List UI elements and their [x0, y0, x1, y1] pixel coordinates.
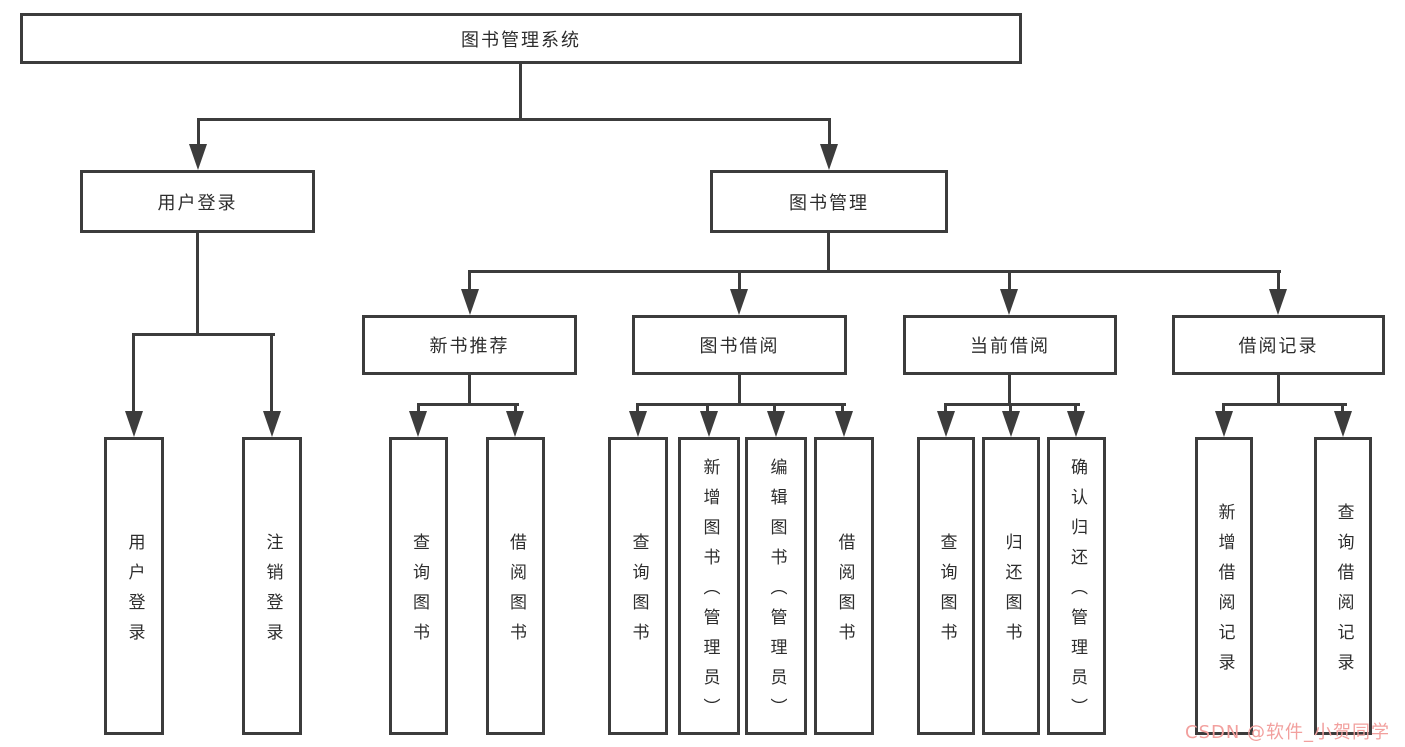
arrow-down-icon — [820, 144, 838, 170]
leaf-confirm-return-admin: 确认归还（管理员） — [1047, 437, 1106, 735]
node-new-book-recommend-label: 新书推荐 — [429, 336, 510, 357]
node-root-label: 图书管理系统 — [461, 29, 581, 51]
leaf-return-books-label: 归还图书 — [1001, 532, 1022, 653]
leaf-user-login: 用户登录 — [104, 437, 164, 735]
node-book-borrowing: 图书借阅 — [632, 315, 847, 375]
arrow-down-icon — [1269, 289, 1287, 315]
connector-book-management-trunk — [827, 233, 830, 273]
leaf-logout: 注销登录 — [242, 437, 302, 735]
connector-new-book-bus — [417, 403, 519, 406]
connector-drop — [1074, 403, 1077, 413]
leaf-query-borrow-record: 查询借阅记录 — [1314, 437, 1372, 735]
arrow-down-icon — [263, 411, 281, 437]
arrow-down-icon — [1215, 411, 1233, 437]
leaf-borrowing-query-books-label: 查询图书 — [628, 532, 649, 653]
arrow-down-icon — [1334, 411, 1352, 437]
connector-drop-borrowing-records — [1277, 270, 1280, 292]
leaf-query-borrow-record-label: 查询借阅记录 — [1333, 502, 1354, 683]
leaf-add-books-admin-label: 新增图书（管理员） — [699, 457, 720, 728]
connector-drop-current-borrowing — [1008, 270, 1011, 292]
arrow-down-icon — [767, 411, 785, 437]
connector-drop — [773, 403, 776, 413]
leaf-add-borrow-record-label: 新增借阅记录 — [1214, 502, 1235, 683]
arrow-down-icon — [1067, 411, 1085, 437]
leaf-recommend-borrow-books-label: 借阅图书 — [506, 532, 526, 653]
leaf-confirm-return-admin-label: 确认归还（管理员） — [1067, 457, 1087, 728]
leaf-recommend-query-books-label: 查询图书 — [409, 532, 429, 653]
connector-root-bus — [197, 118, 831, 121]
connector-book-borrowing-trunk — [738, 375, 741, 406]
leaf-edit-books-admin-label: 编辑图书（管理员） — [766, 457, 787, 728]
leaf-add-borrow-record: 新增借阅记录 — [1195, 437, 1253, 735]
leaf-current-query-books-label: 查询图书 — [936, 532, 957, 653]
connector-borrowing-records-bus — [1222, 403, 1347, 406]
arrow-down-icon — [1000, 289, 1018, 315]
node-book-management-label: 图书管理 — [789, 192, 869, 214]
node-root: 图书管理系统 — [20, 13, 1022, 64]
leaf-recommend-borrow-books: 借阅图书 — [486, 437, 545, 735]
arrow-down-icon — [937, 411, 955, 437]
arrow-down-icon — [461, 289, 479, 315]
connector-drop — [1341, 403, 1344, 413]
arrow-down-icon — [700, 411, 718, 437]
arrow-down-icon — [629, 411, 647, 437]
node-user-login: 用户登录 — [80, 170, 315, 233]
connector-drop-new-book — [468, 270, 471, 292]
connector-drop-leaf-user-login — [132, 333, 135, 413]
connector-drop — [514, 403, 517, 413]
arrow-down-icon — [189, 144, 207, 170]
connector-drop — [1222, 403, 1225, 413]
leaf-return-books: 归还图书 — [982, 437, 1040, 735]
connector-user-login-bus — [132, 333, 275, 336]
connector-current-borrowing-bus — [944, 403, 1080, 406]
connector-root-trunk — [519, 64, 522, 120]
leaf-add-books-admin: 新增图书（管理员） — [678, 437, 740, 735]
connector-drop — [417, 403, 420, 413]
node-new-book-recommend: 新书推荐 — [362, 315, 577, 375]
leaf-logout-label: 注销登录 — [262, 532, 283, 653]
connector-drop-book-management — [828, 118, 831, 148]
connector-borrowing-records-trunk — [1277, 375, 1280, 406]
node-book-management: 图书管理 — [710, 170, 948, 233]
node-current-borrowing-label: 当前借阅 — [970, 336, 1050, 357]
connector-drop — [636, 403, 639, 413]
connector-drop — [1009, 403, 1012, 413]
leaf-recommend-query-books: 查询图书 — [389, 437, 448, 735]
node-user-login-label: 用户登录 — [157, 192, 238, 214]
arrow-down-icon — [409, 411, 427, 437]
connector-drop — [841, 403, 844, 413]
connector-drop-book-borrowing — [738, 270, 741, 292]
connector-drop — [944, 403, 947, 413]
arrow-down-icon — [1002, 411, 1020, 437]
leaf-borrow-books: 借阅图书 — [814, 437, 874, 735]
leaf-borrow-books-label: 借阅图书 — [834, 532, 855, 653]
connector-new-book-trunk — [468, 375, 471, 406]
connector-current-borrowing-trunk — [1008, 375, 1011, 406]
node-borrowing-records: 借阅记录 — [1172, 315, 1385, 375]
arrow-down-icon — [730, 289, 748, 315]
connector-user-login-trunk — [196, 233, 199, 336]
connector-drop — [706, 403, 709, 413]
node-borrowing-records-label: 借阅记录 — [1238, 336, 1319, 357]
arrow-down-icon — [506, 411, 524, 437]
arrow-down-icon — [835, 411, 853, 437]
connector-drop-user-login — [197, 118, 200, 148]
watermark: CSDN @软件_小贺同学 — [1185, 722, 1391, 743]
leaf-user-login-label: 用户登录 — [124, 532, 145, 653]
leaf-borrowing-query-books: 查询图书 — [608, 437, 668, 735]
node-current-borrowing: 当前借阅 — [903, 315, 1117, 375]
leaf-edit-books-admin: 编辑图书（管理员） — [745, 437, 807, 735]
leaf-current-query-books: 查询图书 — [917, 437, 975, 735]
connector-book-management-bus — [468, 270, 1281, 273]
arrow-down-icon — [125, 411, 143, 437]
node-book-borrowing-label: 图书借阅 — [699, 336, 780, 357]
connector-book-borrowing-bus — [636, 403, 846, 406]
connector-drop-leaf-logout — [270, 333, 273, 413]
